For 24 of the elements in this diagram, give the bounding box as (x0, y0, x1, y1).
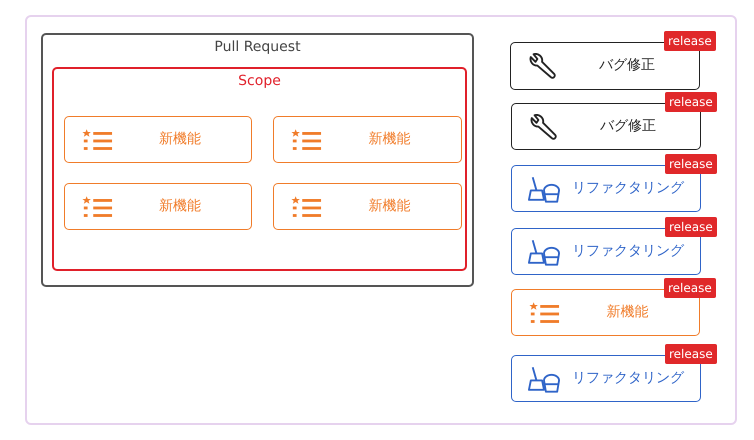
task-label: リファクタリング (571, 179, 686, 197)
release-badge: release (664, 278, 716, 298)
task-label: 新機能 (368, 197, 412, 215)
task-label: バグ修正 (598, 56, 656, 74)
task-box (273, 116, 462, 163)
group-title: Scope (237, 73, 282, 89)
release-badge: release (665, 344, 717, 364)
release-badge: release (665, 217, 717, 237)
task-box (64, 183, 252, 230)
task-label: 新機能 (606, 303, 650, 321)
task-label: 新機能 (158, 197, 202, 215)
release-badge: release (665, 92, 717, 112)
task-label: 新機能 (158, 130, 202, 148)
task-box (64, 116, 252, 163)
group-box (41, 33, 474, 287)
group-title: Pull Request (213, 39, 302, 55)
task-label: リファクタリング (571, 242, 686, 260)
task-box (273, 183, 462, 230)
task-label: バグ修正 (599, 117, 657, 135)
release-badge: release (665, 154, 717, 174)
release-badge: release (664, 31, 716, 51)
task-label: リファクタリング (571, 369, 686, 387)
group-box (52, 67, 467, 271)
task-label: 新機能 (368, 130, 412, 148)
